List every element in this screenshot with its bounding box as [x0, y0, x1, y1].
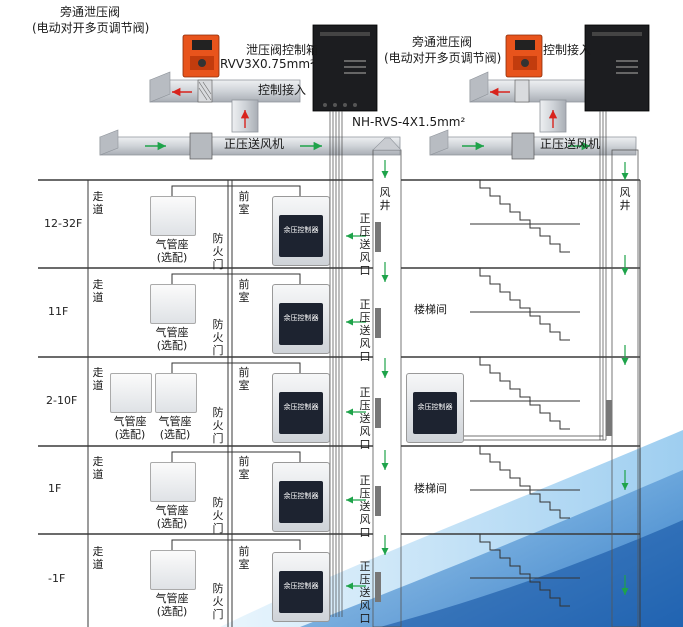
- floor-label-11f: 11F: [48, 305, 69, 318]
- corridor-label: 走道: [92, 366, 104, 392]
- pipe-socket-label: 气管座: [158, 415, 192, 428]
- stairs: [470, 179, 580, 607]
- air-shaft-label-right: 风井: [619, 186, 631, 212]
- pipe-socket-optional: (选配): [156, 605, 188, 618]
- anteroom-label: 前室: [238, 366, 250, 392]
- pressure-outlet-label: 正压送风口: [359, 474, 371, 539]
- pipe-socket-optional: (选配): [156, 339, 188, 352]
- fire-door-label: 防火门: [212, 496, 224, 535]
- right-bypass-valve-actuator: [505, 34, 543, 78]
- corridor-label: 走道: [92, 190, 104, 216]
- floor-label-12-32f: 12-32F: [44, 217, 83, 230]
- anteroom-label: 前室: [238, 455, 250, 481]
- floor-label-b1f: -1F: [48, 572, 66, 585]
- floor-lines: [38, 179, 640, 535]
- pressure-outlet-label: 正压送风口: [359, 298, 371, 363]
- fire-door-label: 防火门: [212, 318, 224, 357]
- controller-title: 余压控制器: [283, 403, 319, 411]
- pipe-socket-label: 气管座: [113, 415, 147, 428]
- control-access-right-label: 控制接入: [543, 43, 592, 57]
- cable-rvv-label: RVV3X0.75mm²: [220, 57, 315, 71]
- stairwell-pressure-controller: 余压控制器: [406, 373, 464, 443]
- left-bypass-duct: [149, 71, 301, 133]
- air-shaft-label-left: 风井: [379, 186, 391, 212]
- pipe-socket-device: [150, 462, 196, 502]
- right-cable-bundle: [462, 111, 607, 441]
- cable-nh-label: NH-RVS-4X1.5mm²: [352, 115, 466, 129]
- controller-title: 余压控制器: [417, 403, 453, 411]
- controller-title: 余压控制器: [283, 226, 319, 234]
- pressure-controller: 余压控制器: [272, 284, 330, 354]
- pipe-socket-optional: (选配): [159, 428, 191, 441]
- pipe-socket-optional: (选配): [156, 517, 188, 530]
- control-access-left-label: 控制接入: [258, 83, 307, 97]
- right-air-outlets: [606, 400, 612, 436]
- controller-title: 余压控制器: [283, 314, 319, 322]
- corridor-label: 走道: [92, 545, 104, 571]
- controller-title: 余压控制器: [283, 582, 319, 590]
- pipe-socket-device: [155, 373, 197, 413]
- pipe-socket-optional: (选配): [114, 428, 146, 441]
- controller-title: 余压控制器: [283, 492, 319, 500]
- bypass-valve-left-sublabel: (电动对开多页调节阀): [32, 21, 150, 35]
- pressure-controller: 余压控制器: [272, 462, 330, 532]
- pipe-socket-label: 气管座: [155, 592, 189, 605]
- pipe-lines: [171, 185, 301, 550]
- corridor-label: 走道: [92, 455, 104, 481]
- pipe-socket-device: [150, 196, 196, 236]
- pipe-socket-label: 气管座: [155, 326, 189, 339]
- left-valve-control-box: [312, 24, 378, 112]
- right-supply-duct: [429, 129, 639, 627]
- pipe-socket-label: 气管座: [155, 238, 189, 251]
- valve-control-box-label: 泄压阀控制箱: [246, 43, 319, 57]
- pressure-outlet-label: 正压送风口: [359, 386, 371, 451]
- fire-door-label: 防火门: [212, 582, 224, 621]
- pipe-socket-device: [110, 373, 152, 413]
- pipe-socket-device: [150, 550, 196, 590]
- bypass-valve-right-sublabel: (电动对开多页调节阀): [384, 51, 502, 65]
- pressure-controller: 余压控制器: [272, 373, 330, 443]
- floor-label-2-10f: 2-10F: [46, 394, 78, 407]
- air-outlets: [375, 222, 381, 602]
- stairwell-label: 楼梯间: [414, 482, 447, 495]
- pressure-controller: 余压控制器: [272, 552, 330, 622]
- fan-left-label: 正压送风机: [224, 137, 285, 151]
- right-valve-control-box: [584, 24, 650, 112]
- corridor-label: 走道: [92, 278, 104, 304]
- bypass-valve-left-label: 旁通泄压阀: [60, 5, 121, 19]
- pressure-outlet-label: 正压送风口: [359, 560, 371, 625]
- left-supply-duct: [99, 129, 402, 627]
- pipe-socket-label: 气管座: [155, 504, 189, 517]
- anteroom-label: 前室: [238, 545, 250, 571]
- pressure-controller: 余压控制器: [272, 196, 330, 266]
- fan-right-label: 正压送风机: [540, 137, 601, 151]
- anteroom-label: 前室: [238, 278, 250, 304]
- fire-door-label: 防火门: [212, 406, 224, 445]
- pressure-outlet-label: 正压送风口: [359, 212, 371, 277]
- pipe-socket-device: [150, 284, 196, 324]
- pipe-socket-optional: (选配): [156, 251, 188, 264]
- cable-bundle: [329, 111, 343, 617]
- floor-label-1f: 1F: [48, 482, 62, 495]
- anteroom-label: 前室: [238, 190, 250, 216]
- stairwell-label: 楼梯间: [414, 303, 447, 316]
- walls: [87, 180, 641, 627]
- bypass-valve-right-label: 旁通泄压阀: [412, 35, 473, 49]
- fire-door-label: 防火门: [212, 232, 224, 271]
- left-bypass-valve-actuator: [182, 34, 220, 78]
- outlet-arrows: [346, 232, 366, 590]
